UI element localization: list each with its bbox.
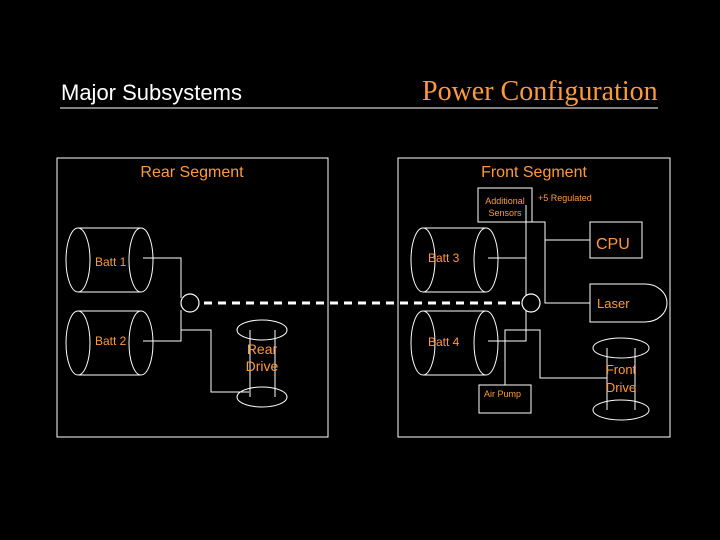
- subtitle: Major Subsystems: [61, 80, 242, 105]
- regulated-label: +5 Regulated: [538, 193, 592, 203]
- rear-junction-node: [180, 293, 200, 313]
- batt1-cylinder: [65, 227, 154, 293]
- rear-drive-motor: [236, 319, 288, 408]
- front-segment-label: Front Segment: [481, 164, 587, 181]
- page-title: Power Configuration: [422, 76, 658, 107]
- additional-sensors-label-2: Sensors: [488, 208, 522, 218]
- batt4-cylinder: [410, 310, 499, 376]
- rear-drive-label-2: Drive: [246, 358, 279, 374]
- batt3-label: Batt 3: [428, 251, 460, 265]
- batt2-cylinder: [65, 310, 154, 376]
- batt2-label: Batt 2: [95, 334, 127, 348]
- front-segment-box: [397, 157, 671, 438]
- additional-sensors-box: [477, 187, 533, 223]
- cpu-box: [589, 221, 643, 259]
- additional-sensors-label-1: Additional: [485, 196, 525, 206]
- rear-segment-label: Rear Segment: [140, 164, 244, 181]
- rear-drive-label-1: Rear: [247, 341, 278, 357]
- batt3-cylinder: [410, 227, 499, 293]
- front-junction-node: [521, 293, 541, 313]
- front-drive-label-2: Drive: [606, 380, 636, 395]
- air-pump-box: [478, 384, 532, 414]
- front-wiring: [488, 205, 607, 385]
- front-drive-label-1: Front: [606, 362, 637, 377]
- batt4-label: Batt 4: [428, 335, 460, 349]
- cpu-label: CPU: [596, 236, 630, 253]
- laser-shape: [589, 283, 668, 323]
- batt1-label: Batt 1: [95, 255, 127, 269]
- air-pump-label: Air Pump: [484, 389, 521, 399]
- laser-label: Laser: [597, 296, 630, 311]
- front-drive-motor: [592, 337, 650, 421]
- rear-segment-box: [56, 157, 329, 438]
- rear-wiring: [143, 257, 249, 393]
